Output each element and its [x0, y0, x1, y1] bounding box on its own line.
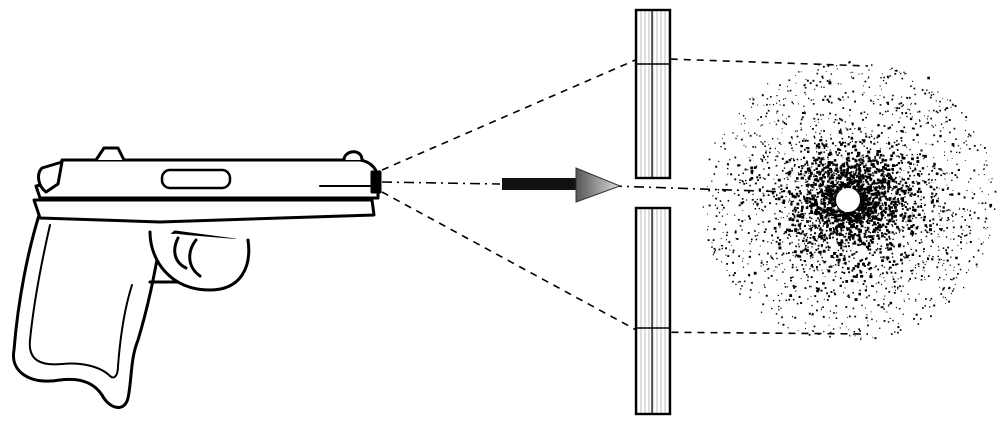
- target-upper-section: [634, 8, 672, 180]
- smoke-cone: [381, 57, 869, 335]
- rear-sight: [94, 146, 126, 162]
- ejection-port: [160, 168, 232, 190]
- target-lower-section: [634, 206, 672, 416]
- pistol-frame: [32, 198, 376, 224]
- pistol-hammer: [37, 160, 64, 194]
- powder-pattern: [702, 61, 997, 340]
- cone-upper-line: [381, 57, 869, 171]
- pistol-icon: [12, 146, 382, 409]
- pistol-muzzle: [370, 170, 382, 194]
- target-cross-section: [634, 8, 672, 416]
- bullet-hole: [836, 188, 860, 212]
- cone-lower-line: [381, 191, 869, 335]
- bullet-icon: [502, 167, 622, 203]
- pistol-grip-panel: [28, 224, 133, 379]
- front-sight: [342, 150, 364, 162]
- trajectory-through-line: [611, 185, 791, 193]
- trigger: [173, 236, 202, 278]
- trajectory-line: [381, 181, 501, 185]
